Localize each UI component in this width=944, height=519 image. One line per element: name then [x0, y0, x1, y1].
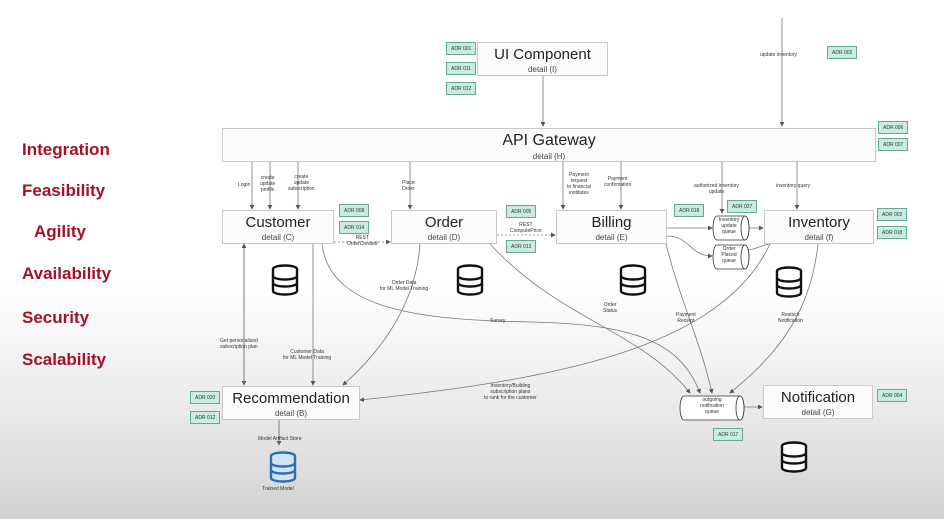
component-detail: detail (f) [804, 233, 834, 242]
queue-icon [712, 215, 750, 241]
adr-tag[interactable]: ADR 008 [339, 204, 370, 217]
inventory-update-queue: Inventory update queue [718, 217, 740, 235]
component-detail: detail (D) [427, 233, 461, 242]
adr-tag[interactable]: ADR 006 [878, 121, 909, 134]
label-trained-model: Trained Model [262, 486, 294, 492]
database-icon [780, 441, 808, 473]
database-icon [271, 264, 299, 296]
label-authorized-update: authorized inventory update [694, 183, 740, 195]
adr-tag[interactable]: ADR 007 [878, 138, 909, 151]
label-create-subscription: create update subscription [288, 174, 315, 192]
component-ui[interactable]: UI Component detail (I) [477, 42, 608, 76]
quality-scalability: Scalability [22, 350, 107, 369]
label-create-profile: create update profile [260, 175, 276, 193]
quality-agility: Agility [34, 222, 86, 241]
component-order[interactable]: Order detail (D) [391, 210, 497, 244]
outgoing-notification-queue: outgoing notification queue [700, 397, 724, 415]
adr-tag[interactable]: ADR 012 [190, 411, 221, 424]
component-detail: detail (H) [532, 152, 566, 161]
label-inventory-query: inventory query [776, 183, 811, 189]
component-title: Recommendation [232, 390, 350, 407]
adr-tag[interactable]: ADR 013 [506, 240, 537, 253]
label-customer-data-ml: Customer Data for ML Model Training [283, 349, 332, 361]
adr-tag[interactable]: ADR 001 [446, 42, 477, 55]
label-inventory-building: Inventory/Building subscription plans to… [484, 383, 537, 401]
label-payment-request: Payment request to financial institutes [567, 172, 591, 196]
component-detail: detail (B) [274, 409, 307, 418]
label-login: Login [238, 182, 251, 188]
label-place-order: Place Order [402, 180, 415, 192]
component-title: Order [424, 214, 464, 231]
adr-tag[interactable]: ADR 002 [877, 208, 908, 221]
adr-tag[interactable]: ADR 018 [674, 204, 705, 217]
adr-tag[interactable]: ADR 014 [339, 221, 370, 234]
component-api-gateway[interactable]: API Gateway detail (H) [222, 128, 876, 162]
component-detail: detail (E) [595, 233, 628, 242]
component-title: UI Component [494, 46, 591, 63]
label-rest-compute-price: REST ComputePrice [510, 222, 542, 234]
quality-feasibility: Feasibility [22, 181, 106, 200]
label-order-data-ml: Order Data for ML Model Training [380, 280, 429, 292]
label-restock-notification: Restock Notification [778, 312, 803, 324]
label-payment-confirmation: Payment confirmation [604, 176, 632, 188]
database-icon [456, 264, 484, 296]
adr-tag[interactable]: ADR 005 [506, 205, 537, 218]
adr-tag[interactable]: ADR 011 [446, 62, 476, 75]
label-update-inventory: update inventory [760, 52, 797, 58]
component-detail: detail (G) [801, 408, 835, 417]
order-placed-queue: Order Placed queue [721, 246, 737, 264]
component-detail: detail (I) [528, 65, 557, 74]
quality-integration: Integration [22, 140, 110, 159]
label-survey: Survey [490, 318, 506, 324]
adr-tag[interactable]: ADR 004 [877, 389, 908, 402]
adr-tag[interactable]: ADR 018 [877, 226, 908, 239]
label-get-personalized: Get personalized subscription plan [220, 338, 258, 350]
queue-icon [679, 395, 745, 421]
label-payment-receipt: Payment Receipt [676, 312, 696, 324]
adr-tag[interactable]: ADR 020 [190, 391, 221, 404]
component-billing[interactable]: Billing detail (E) [556, 210, 667, 244]
adr-tag[interactable]: ADR 027 [727, 200, 758, 213]
component-notification[interactable]: Notification detail (G) [763, 385, 873, 419]
component-title: API Gateway [502, 132, 596, 149]
component-customer[interactable]: Customer detail (C) [222, 210, 334, 244]
trained-model-database-icon [269, 451, 297, 483]
component-detail: detail (C) [261, 233, 295, 242]
adr-tag[interactable]: ADR 012 [446, 82, 477, 95]
quality-security: Security [22, 308, 90, 327]
label-model-artifact: Model Artifact Store [258, 436, 302, 442]
component-inventory[interactable]: Inventory detail (f) [764, 210, 874, 244]
database-icon [775, 266, 803, 298]
component-title: Inventory [788, 214, 850, 231]
component-title: Notification [780, 389, 856, 406]
database-icon [619, 264, 647, 296]
component-title: Customer [245, 214, 311, 231]
adr-tag[interactable]: ADR 017 [713, 428, 744, 441]
adr-tag[interactable]: ADR 002 [827, 46, 858, 59]
component-recommendation[interactable]: Recommendation detail (B) [222, 386, 360, 420]
label-rest-order-created: REST OrderCreated [347, 235, 378, 247]
quality-availability: Availability [22, 264, 112, 283]
component-title: Billing [591, 214, 632, 231]
queue-icon [712, 244, 750, 270]
label-order-status: Order Status [603, 302, 618, 314]
